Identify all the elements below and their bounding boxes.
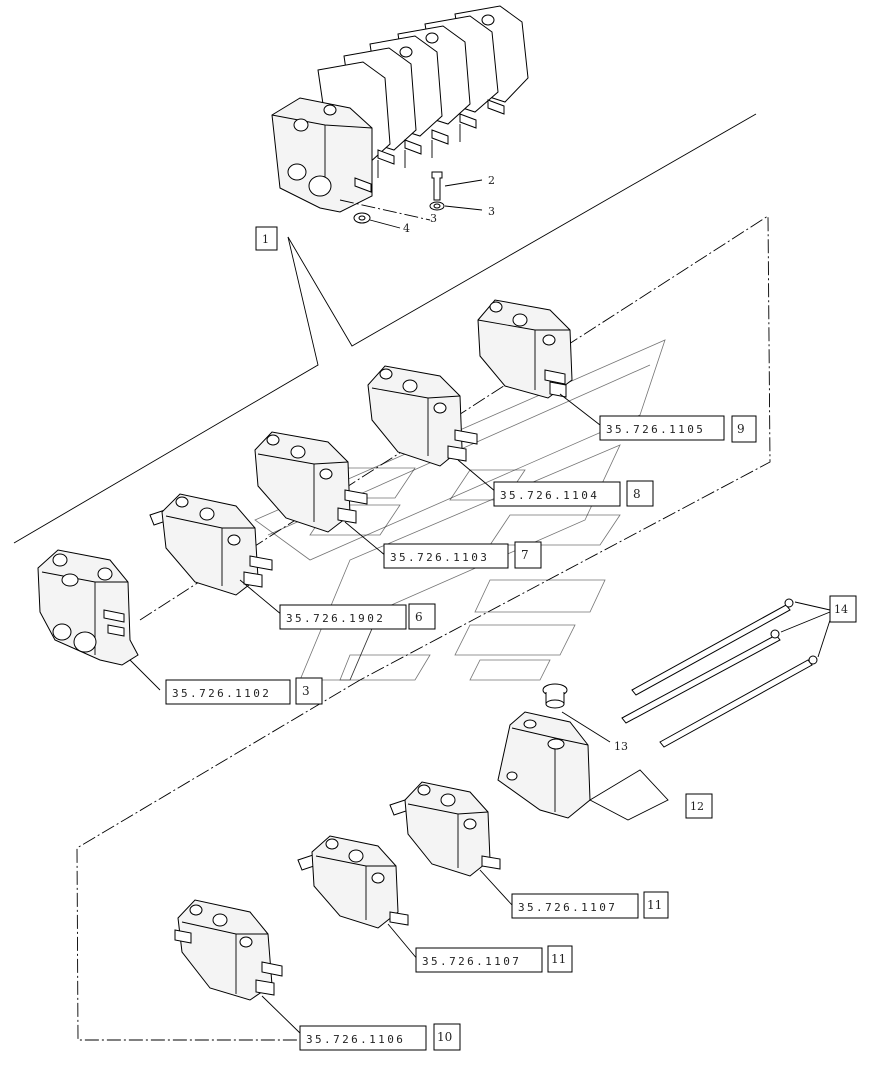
ref-code: 35.726.1902 <box>286 612 385 625</box>
callout-14: 14 <box>829 595 857 623</box>
valve-section-11-lower <box>297 835 419 961</box>
ref-index: 8 <box>633 487 641 501</box>
reference-35-726-1107-a: 35.726.1107 11 <box>511 891 669 919</box>
callout-1-label: 1 <box>262 233 269 246</box>
ref-code: 35.726.1107 <box>422 955 521 968</box>
reference-35-726-1105: 35.726.1105 9 <box>599 415 757 443</box>
tie-rods <box>621 598 833 748</box>
ref-index: 11 <box>551 952 566 966</box>
callout-14-label: 14 <box>834 603 848 616</box>
callout-12-label: 12 <box>690 800 704 813</box>
reference-35-726-1107-b: 35.726.1107 11 <box>415 945 573 973</box>
ref-code: 35.726.1103 <box>390 551 489 564</box>
inlet-section-3 <box>37 549 161 691</box>
plug-13 <box>542 683 611 743</box>
valve-section-9 <box>477 299 601 426</box>
bolt-and-washers <box>339 171 483 229</box>
callout-3-label: 3 <box>488 205 495 218</box>
valve-stack-assembly <box>271 5 529 213</box>
valve-section-11-upper <box>389 781 513 906</box>
reference-35-726-1106: 35.726.1106 10 <box>299 1023 461 1051</box>
callout-12: 12 <box>685 793 713 819</box>
valve-section-8 <box>367 365 497 493</box>
end-section-12 <box>497 711 669 821</box>
callout-3b-label: 3 <box>430 212 437 225</box>
callout-4-label: 4 <box>403 222 410 235</box>
ref-code: 35.726.1105 <box>606 423 705 436</box>
valve-section-10 <box>174 899 303 1036</box>
ref-index: 6 <box>415 610 423 624</box>
ref-index: 7 <box>521 548 529 562</box>
ref-index: 3 <box>302 684 310 698</box>
valve-section-6 <box>149 493 283 616</box>
ref-code: 35.726.1104 <box>500 489 599 502</box>
reference-35-726-1103: 35.726.1103 7 <box>383 541 542 569</box>
callout-13-label: 13 <box>614 740 628 753</box>
reference-35-726-1104: 35.726.1104 8 <box>493 480 654 507</box>
callout-2-label: 2 <box>488 174 495 187</box>
ref-index: 11 <box>647 898 662 912</box>
valve-section-7 <box>254 431 387 557</box>
reference-35-726-1902: 35.726.1902 6 <box>279 603 436 630</box>
frame-lines <box>13 113 771 1041</box>
ref-index: 10 <box>437 1030 452 1044</box>
ref-code: 35.726.1106 <box>306 1033 405 1046</box>
reference-35-726-1102: 35.726.1102 3 <box>165 677 323 705</box>
ref-index: 9 <box>737 422 745 436</box>
callout-1: 1 <box>255 226 278 251</box>
ref-code: 35.726.1102 <box>172 687 271 700</box>
ref-code: 35.726.1107 <box>518 901 617 914</box>
